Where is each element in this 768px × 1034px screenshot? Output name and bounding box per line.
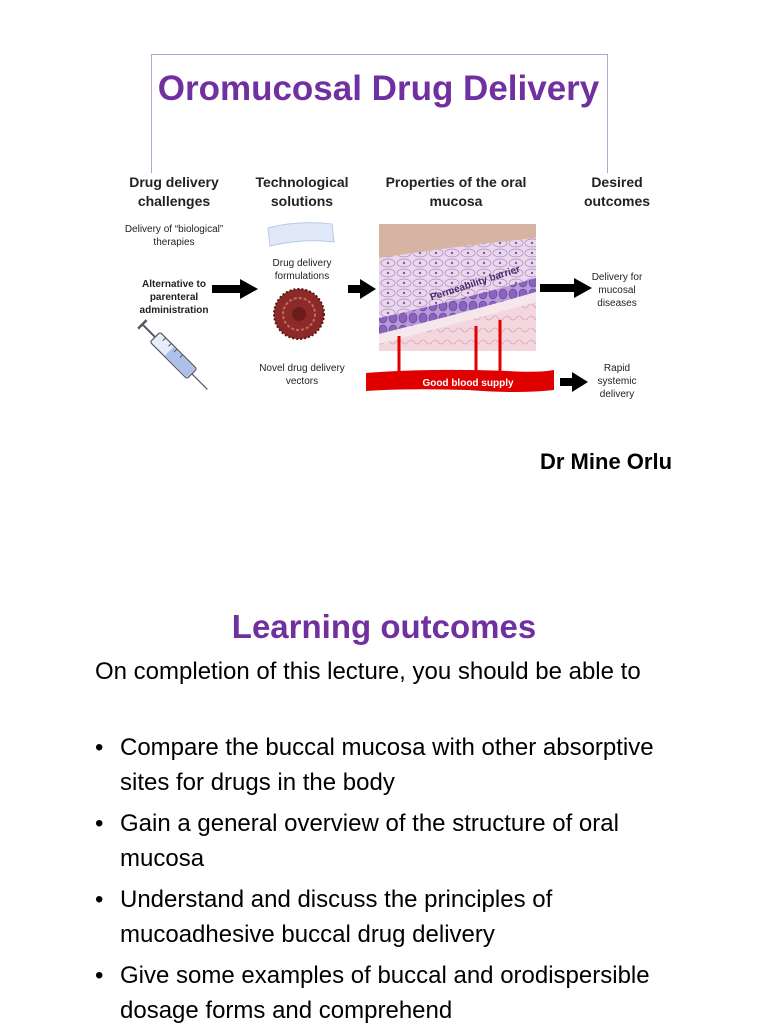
bullet-icon: • [95,962,104,989]
header-outcomes-line1: Desired [591,174,642,190]
outcome-systemic-text: Rapid systemic delivery [598,363,637,400]
header-solutions-line2: solutions [271,193,333,209]
header-outcomes-line2: outcomes [584,193,650,209]
solution-formulations-line2: formulations [275,271,329,282]
outcome-mucosal-line3: diseases [597,298,636,309]
header-properties-line2: mucosa [430,193,483,209]
challenge-parenteral-line2: parenteral [150,292,199,303]
list-item: • Give some examples of buccal and orodis… [95,958,675,1028]
nanoparticle-icon [273,288,325,340]
blood-supply-bar: Good blood supply [366,369,554,392]
header-challenges-line2: challenges [138,193,211,209]
solution-formulations-text: Drug delivery formulations [273,258,332,282]
challenge-biological-line1: Delivery of “biological” [125,224,223,235]
learning-outcomes-slide: Learning outcomes On completion of this … [0,540,768,1024]
challenge-parenteral-text: Alternative to parenteral administration [140,279,209,316]
film-strip-icon [267,222,335,247]
title-frame [151,54,608,173]
solution-formulations-line1: Drug delivery [273,258,332,269]
outcomes-list: • Compare the buccal mucosa with other ab… [95,730,675,1034]
oral-mucosa-illustration: Permeability barrier [379,224,536,351]
challenge-parenteral-line1: Alternative to [142,279,206,290]
outcome-mucosal-line1: Delivery for [592,272,643,283]
solution-vectors-line2: vectors [286,376,318,387]
bullet-icon: • [95,886,104,913]
challenge-parenteral-line3: administration [140,305,209,316]
bullet-icon: • [95,734,104,761]
header-solutions-line1: Technological [255,174,348,190]
solution-vectors-line1: Novel drug delivery [259,363,345,374]
intro-text: On completion of this lecture, you shoul… [95,658,641,685]
arrow-right-icon [212,279,258,299]
list-item: • Understand and discuss the principles o… [95,882,675,952]
outcome-systemic-line2: systemic [598,376,637,387]
section-title: Learning outcomes [231,608,537,645]
author-name: Dr Mine Orlu [540,449,673,474]
title-slide: Oromucosal Drug Delivery Drug delivery c… [125,54,673,474]
header-solutions: Technological solutions [255,174,348,209]
page-title: Oromucosal Drug Delivery [157,69,600,108]
outcome-mucosal-text: Delivery for mucosal diseases [592,272,643,309]
list-item-text: Give some examples of buccal and orodisp… [120,962,650,1024]
outcome-systemic-line3: delivery [600,389,634,400]
outcome-systemic-line1: Rapid [604,363,630,374]
outcome-mucosal-line2: mucosal [598,285,635,296]
list-item-text: Gain a general overview of the structure… [120,810,619,872]
header-outcomes: Desired outcomes [584,174,650,209]
bullet-icon: • [95,810,104,837]
arrow-right-icon [560,372,588,392]
blood-supply-label: Good blood supply [422,378,514,389]
header-properties-line1: Properties of the oral [386,174,527,190]
solution-vectors-text: Novel drug delivery vectors [259,363,345,387]
header-challenges-line1: Drug delivery [129,174,219,190]
header-challenges: Drug delivery challenges [129,174,219,209]
arrow-right-icon [348,279,376,299]
list-item-text: Understand and discuss the principles of… [120,886,553,948]
header-properties: Properties of the oral mucosa [386,174,527,209]
list-item-text: Compare the buccal mucosa with other abs… [120,734,654,796]
oromucosal-diagram: Drug delivery challenges Technological s… [125,174,650,400]
syringe-icon [137,319,208,390]
challenge-biological-text: Delivery of “biological” therapies [125,224,223,248]
challenge-biological-line2: therapies [153,237,194,248]
list-item: • Compare the buccal mucosa with other ab… [95,730,675,800]
arrow-right-icon [540,278,592,298]
list-item: • Gain a general overview of the structur… [95,806,675,876]
